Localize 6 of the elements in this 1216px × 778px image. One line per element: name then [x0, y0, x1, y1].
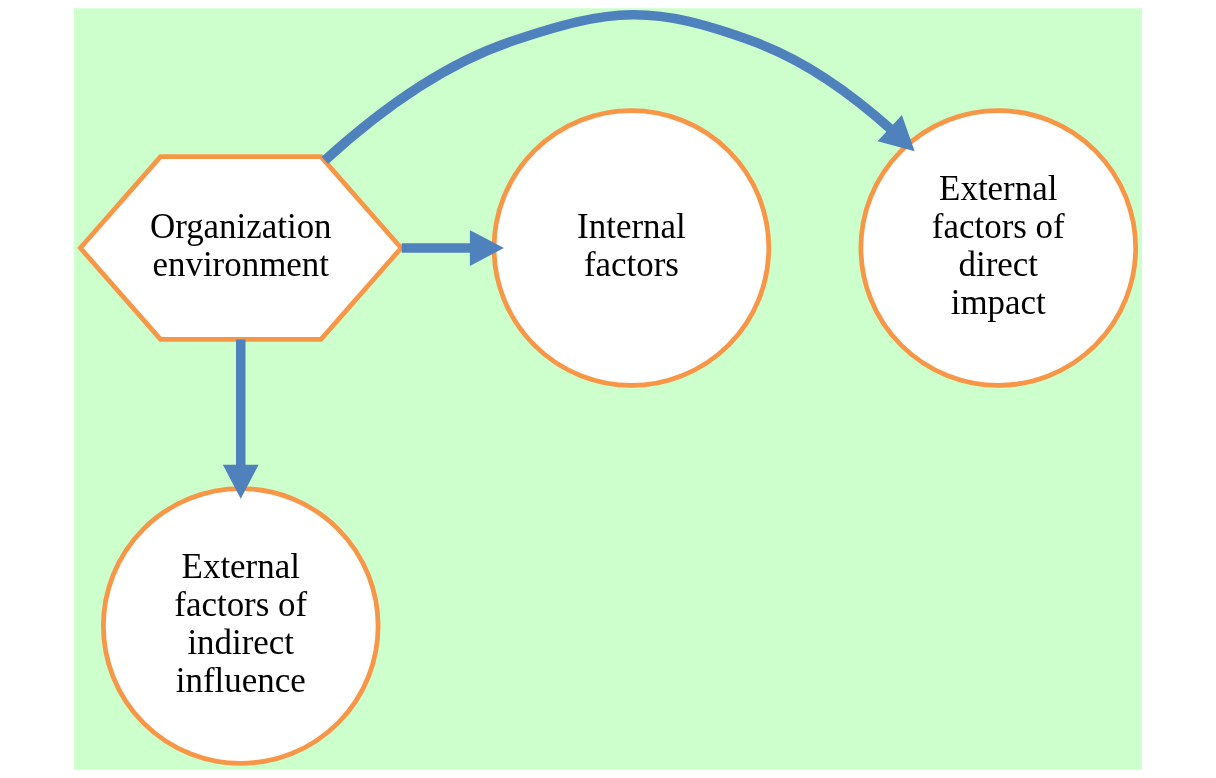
node-circle: Internal factors [491, 108, 772, 388]
arrow [321, 10, 915, 164]
node-circle: External factors of direct impact [858, 108, 1139, 388]
arrow [222, 339, 259, 499]
arrow [401, 230, 504, 266]
node-circle: External factors of indirect influence [101, 486, 381, 766]
